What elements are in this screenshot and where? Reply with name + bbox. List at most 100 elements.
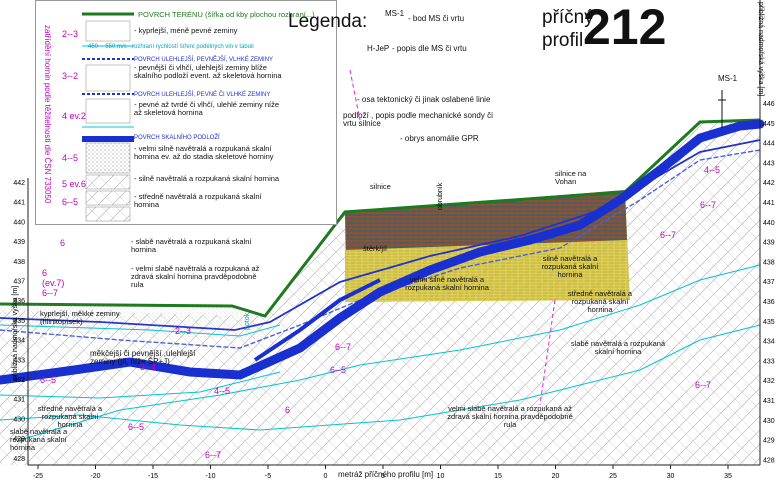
legend-item-3: - pevné až tvrdé či vlhčí, ulehlé zeminy… bbox=[134, 100, 280, 117]
y-tick-label-right: 442 bbox=[763, 180, 775, 187]
y-tick-label: 435 bbox=[13, 318, 25, 325]
legend-note-4: POVRCH SKALNÍHO PODLOŽÍ bbox=[134, 135, 220, 141]
y-axis-right-ticks: 4464454444434424414404394384374364354344… bbox=[763, 101, 775, 464]
legend-right-hjep: - popis dle MS či vrtu bbox=[392, 44, 467, 53]
y-tick-label-right: 434 bbox=[763, 339, 775, 346]
legend-swatches bbox=[82, 12, 134, 222]
legend-note-1: 450 -- 550 m/s - rozhraní rychlostí šíře… bbox=[88, 44, 254, 50]
annot-left-rock: středně navětralá a rozpukaná skalní hor… bbox=[37, 404, 103, 429]
y-tick-label: 428 bbox=[13, 456, 25, 463]
legend-side-label: zatřídění hornin podle těžitelnosti dle … bbox=[43, 25, 52, 204]
annot-road: silnice na Vohan bbox=[555, 169, 587, 186]
annot-center-rock: velmi slabě navětralá a rozpukaná až zdr… bbox=[447, 404, 573, 429]
annot-mid-soils: měkčejší či pevnější ,ulehlejší zeminy (… bbox=[90, 349, 196, 366]
zone-label: 6--5 bbox=[128, 422, 145, 432]
zone-label: 3--4 bbox=[140, 362, 157, 372]
legend-note-2: POVRCH ULEHLEJŠÍ, PEVNĚJŠÍ, VLHKÉ ZEMINY bbox=[134, 57, 274, 63]
y-tick-label-right: 439 bbox=[763, 240, 775, 247]
zone-label: 4--5 bbox=[704, 165, 721, 175]
y-axis-ticks: 4424414404394384374364354344334324314304… bbox=[13, 180, 25, 463]
legend-num-7: 6 bbox=[60, 238, 66, 248]
legend-right-ms: - bod MS či vrtu bbox=[408, 14, 465, 23]
y-tick-label: 433 bbox=[13, 357, 25, 364]
annot-right-rock3: slabě navětralá a rozpukaná skalní horni… bbox=[570, 339, 666, 356]
legend-item-4: - velmi silně navětralá a rozpukaná skal… bbox=[134, 144, 274, 161]
y-tick-label: 432 bbox=[13, 377, 25, 384]
y-tick-label-right: 441 bbox=[763, 200, 775, 207]
x-tick-label: 20 bbox=[552, 473, 560, 480]
legend-item-7: - slabě navětralá a rozpukaná skalní hor… bbox=[131, 237, 252, 254]
x-tick-label: -20 bbox=[90, 473, 100, 480]
zone-label: 6--5 bbox=[40, 375, 57, 385]
y-tick-label-right: 436 bbox=[763, 299, 775, 306]
legend-num-6: 6--5 bbox=[62, 197, 79, 207]
y-tick-label-right: 432 bbox=[763, 378, 775, 385]
y-tick-label: 438 bbox=[13, 259, 25, 266]
x-tick-label: -25 bbox=[33, 473, 43, 480]
x-tick-label: 0 bbox=[324, 473, 328, 480]
annot-right-rock1: silně navětralá a rozpukaná skalní horni… bbox=[541, 254, 599, 279]
y-tick-label: 434 bbox=[13, 338, 25, 345]
zone-label: 6--7 bbox=[335, 342, 352, 352]
x-tick-label: -15 bbox=[148, 473, 158, 480]
y-tick-label: 437 bbox=[13, 279, 25, 286]
y-tick-label-right: 437 bbox=[763, 279, 775, 286]
legend-panel: zatřídění hornin podle těžitelnosti dle … bbox=[35, 0, 367, 225]
y-tick-label: 431 bbox=[13, 397, 25, 404]
zone-label: 2--3 bbox=[175, 326, 192, 336]
legend-item-1: - kyprlejší, méně pevné zeminy bbox=[134, 26, 238, 35]
legend-item-6: - středně navětralá a rozpukaná skalní h… bbox=[134, 192, 262, 209]
legend-num-8: 6 (ev.7) 6--7 bbox=[42, 268, 65, 298]
profile-number: 212 bbox=[583, 0, 667, 55]
y-tick-label: 429 bbox=[13, 436, 25, 443]
annot-potok: potok bbox=[244, 312, 251, 330]
y-tick-label: 430 bbox=[13, 416, 25, 423]
y-tick-label: 439 bbox=[13, 239, 25, 246]
zone-label: 6--7 bbox=[695, 380, 712, 390]
y-tick-label-right: 429 bbox=[763, 438, 775, 445]
legend-right-hjep-label: H-JeP bbox=[367, 44, 390, 53]
y-tick-label-right: 435 bbox=[763, 319, 775, 326]
legend-note-3: POVRCH ULEHLEJŠÍ, PEVNÉ ČI VLHKÉ ZEMINY bbox=[134, 92, 271, 98]
x-tick-label: 15 bbox=[494, 473, 502, 480]
x-tick-label: -10 bbox=[205, 473, 215, 480]
profile-word2: profil bbox=[542, 30, 584, 51]
annot-ms: MS-1 bbox=[718, 74, 738, 83]
annot-bottom-left: slabě navětralá a rozpukaná skalní horni… bbox=[10, 427, 68, 452]
y-tick-label-right: 443 bbox=[763, 160, 775, 167]
legend-header-line: POVRCH TERÉNU (šířka od kby plochou rozh… bbox=[138, 10, 315, 19]
y-tick-label: 441 bbox=[13, 200, 25, 207]
x-tick-label: -5 bbox=[265, 473, 271, 480]
y-tick-label: 436 bbox=[13, 298, 25, 305]
legend-title: Legenda: bbox=[288, 11, 368, 32]
legend-num-5: 5 ev.6 bbox=[62, 179, 86, 189]
y-tick-label-right: 431 bbox=[763, 398, 775, 405]
annot-right-rock2: středně navětralá a rozpukaná skalní hor… bbox=[567, 289, 633, 314]
x-tick-label: 10 bbox=[437, 473, 445, 480]
x-tick-label: 25 bbox=[609, 473, 617, 480]
legend-item-8: - velmi slabě navětralá a rozpukaná až z… bbox=[131, 264, 260, 289]
zone-label: 6--7 bbox=[660, 230, 677, 240]
zone-label: 6--5 bbox=[330, 365, 347, 375]
y-tick-label-right: 440 bbox=[763, 220, 775, 227]
legend-right-road: podloží , popis podle mechanické sondy č… bbox=[343, 111, 493, 128]
y-tick-label-right: 430 bbox=[763, 418, 775, 425]
y-tick-label-right: 433 bbox=[763, 358, 775, 365]
legend-num-3: 4 ev.2 bbox=[62, 111, 86, 121]
zone-label: 4--5 bbox=[214, 386, 231, 396]
legend-right-tect: - osa tektonický či jinak oslabené linie bbox=[357, 95, 491, 104]
y-axis-title: přibližná nadmořská výška [m] bbox=[12, 285, 19, 380]
x-tick-label: 30 bbox=[667, 473, 675, 480]
legend-num-4: 4--5 bbox=[62, 153, 79, 163]
zone-label: 6--7 bbox=[700, 200, 717, 210]
annot-left-soils: kyprlejší, měkké zeminy (hlinitopísek) bbox=[40, 309, 120, 326]
y-tick-label-right: 428 bbox=[763, 457, 775, 464]
annot-stream: štěrk/jíl bbox=[363, 244, 387, 253]
zone-label: 6--7 bbox=[205, 450, 222, 460]
zone-label: 6 bbox=[285, 405, 291, 415]
y-tick-label: 440 bbox=[13, 219, 25, 226]
y-tick-label-right: 438 bbox=[763, 259, 775, 266]
annot-gpr-rock: velmi silně navětralá a rozpukaná skalní… bbox=[405, 275, 489, 292]
